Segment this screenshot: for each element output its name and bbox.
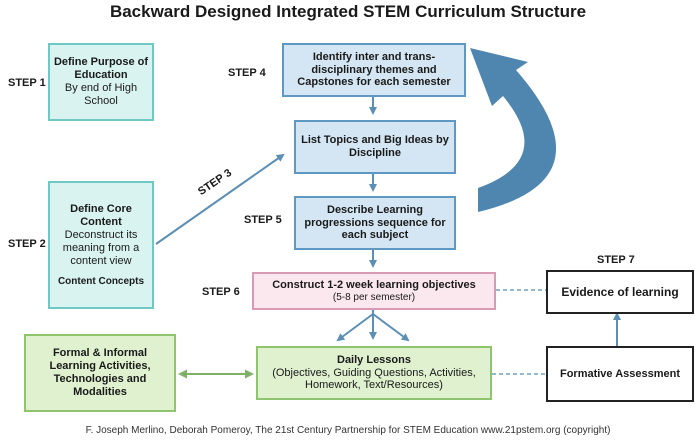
evidence-box: Evidence of learning bbox=[546, 270, 694, 314]
core-content-box: Define Core Content Deconstruct its mean… bbox=[48, 181, 154, 309]
formal-text: Formal & Informal Learning Activities, T… bbox=[49, 347, 151, 398]
step6-label: STEP 6 bbox=[202, 286, 240, 298]
step2-label: STEP 2 bbox=[8, 238, 46, 250]
step3-arrow bbox=[155, 153, 285, 245]
topics-text: List Topics and Big Ideas by Discipline bbox=[301, 134, 449, 159]
copyright-footer: F. Joseph Merlino, Deborah Pomeroy, The … bbox=[85, 425, 611, 436]
daily-lessons-box: Daily Lessons (Objectives, Guiding Quest… bbox=[256, 346, 492, 400]
purpose-box: Define Purpose of Education By end of Hi… bbox=[48, 43, 154, 121]
lessons-title: Daily Lessons bbox=[337, 353, 411, 366]
core-foot: Content Concepts bbox=[57, 275, 145, 287]
objectives-title: Construct 1-2 week learning objectives bbox=[272, 278, 476, 291]
objectives-sub: (5-8 per semester) bbox=[332, 291, 416, 303]
themes-text: Identify inter and trans-disciplinary th… bbox=[297, 50, 451, 89]
fan-right-arrow bbox=[372, 313, 410, 342]
formative-box: Formative Assessment bbox=[546, 346, 694, 402]
themes-box: Identify inter and trans-disciplinary th… bbox=[282, 43, 466, 97]
step4-label: STEP 4 bbox=[228, 67, 266, 79]
step5-label: STEP 5 bbox=[244, 214, 282, 226]
loop-back-arrow bbox=[470, 48, 557, 212]
progressions-text: Describe Learning progressions sequence … bbox=[304, 203, 446, 242]
core-title: Define Core Content bbox=[70, 202, 132, 228]
lessons-sub: (Objectives, Guiding Questions, Activiti… bbox=[272, 366, 476, 392]
objectives-box: Construct 1-2 week learning objectives (… bbox=[252, 272, 496, 310]
purpose-title: Define Purpose of Education bbox=[53, 56, 149, 82]
core-sub: Deconstruct its meaning from a content v… bbox=[62, 228, 140, 267]
formative-text: Formative Assessment bbox=[559, 367, 681, 380]
progressions-box: Describe Learning progressions sequence … bbox=[294, 196, 456, 250]
evidence-text: Evidence of learning bbox=[561, 284, 679, 299]
formal-activities-box: Formal & Informal Learning Activities, T… bbox=[24, 334, 176, 412]
fan-left-arrow bbox=[336, 313, 374, 342]
step7-label: STEP 7 bbox=[597, 254, 635, 266]
diagram-title: Backward Designed Integrated STEM Curric… bbox=[109, 2, 587, 21]
purpose-sub: By end of High School bbox=[64, 82, 138, 107]
step1-label: STEP 1 bbox=[8, 77, 46, 89]
topics-box: List Topics and Big Ideas by Discipline bbox=[294, 120, 456, 174]
